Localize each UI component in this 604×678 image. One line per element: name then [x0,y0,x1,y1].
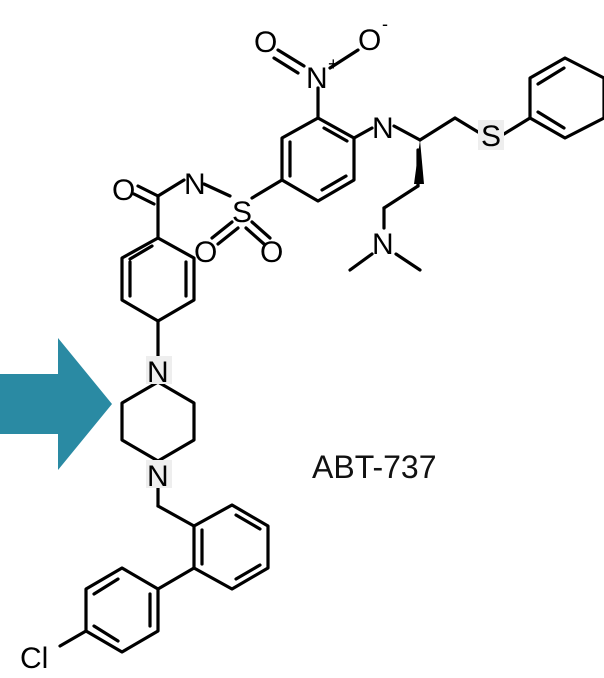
bond-n-methyl-2 [394,252,422,272]
bond-benzamide-ring [120,236,196,323]
bond-ring-sulfonyl [250,178,284,200]
piperazine-n1-box [146,356,172,384]
bond-central-ring-double-1 [322,126,349,143]
bond-ch2-ch2 [382,184,420,210]
bond-carbonyl-o [136,184,160,198]
atom-sulfonyl-s: S [232,196,252,229]
bond-n-methyl-1 [348,252,374,272]
bond-ring-b-double-2 [92,577,120,596]
compound-name-label: ABT-737 [312,449,437,485]
atom-carbonyl-o: O [112,174,135,207]
stereo-wedge-bond [414,140,424,184]
atom-nitro-o2: O [358,24,381,57]
bond-chlorine [58,629,88,648]
bond-nitro-o1 [276,48,306,68]
bond-benzyl-ring [156,504,196,528]
bond-s-phenyl [502,116,532,136]
bond-sulfonyl-n [202,182,232,198]
atom-sulfonyl-o1: O [194,236,217,269]
bond-central-ring-double-2 [320,174,348,192]
bond-ring-a-double-1 [234,513,262,531]
bond-ring-amine [352,126,374,140]
bond-central-ring [280,116,356,203]
atom-nitro-n: N [306,62,328,95]
bond-ch2-s [453,116,480,134]
atom-chlorine: Cl [20,642,48,675]
bond-amine-chiral [392,124,422,142]
bond-sulfonyl-o2-double [244,226,266,246]
bond-chiral-ch2 [418,116,457,142]
atom-piperazine-n1: N [147,356,169,389]
bond-piperazine-ring [120,380,196,463]
bond-sulfonyl-o2 [250,220,272,240]
bond-benzamide-double-3 [128,244,154,261]
bond-sulfonyl-o1-double [216,226,240,246]
atom-sulfonyl-o2: O [260,236,283,269]
atom-dimethylamine-n: N [372,228,394,261]
bond-thiophenyl-ring [528,56,604,140]
bond-chlorophenyl-ring [84,566,160,654]
bond-carbonyl-o-double [132,192,156,206]
atom-labels: O N + O - N S N S O O O N N N Cl [20,14,504,675]
bond-thiophenyl-double-2 [536,110,566,130]
charge-nitro-o2: - [382,14,388,34]
bond-biaryl [156,566,196,591]
bond-ring-b-double-3 [92,624,120,643]
bond-biphenyl-ring-a [192,503,270,591]
bond-ring-a-double-2 [234,563,262,581]
atom-nitro-o1: O [254,26,277,59]
bond-nitro-o2 [328,48,360,70]
right-arrow-icon [0,338,112,470]
atom-piperazine-n2: N [147,460,169,493]
piperazine-n2-box [146,460,172,488]
atom-thio-s: S [481,120,501,153]
atom-sulfonamide-n: N [184,168,206,201]
bond-sulfonyl-o1 [210,220,234,240]
sulfur-label-box [478,120,504,150]
bond-lines [58,48,604,654]
bond-thiophenyl-double-1 [536,66,566,86]
bond-nitro-o1-double [272,56,300,75]
atom-amine-n: N [372,112,394,145]
bond-n-carbonyl [156,178,186,198]
charge-nitro-n: + [328,54,339,74]
